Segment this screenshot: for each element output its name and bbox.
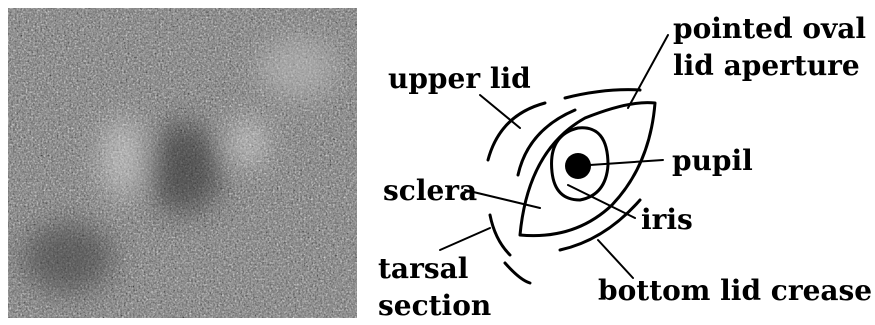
label-upper-lid: upper lid xyxy=(388,62,531,95)
tarsal-arc-upper xyxy=(490,215,510,255)
tarsal-arc-lower xyxy=(505,263,530,283)
label-pointed-oval-line2: lid aperture xyxy=(673,49,860,82)
leader-pupil xyxy=(590,160,663,165)
leader-upper-lid xyxy=(480,95,520,128)
label-bottom-lid-crease: bottom lid crease xyxy=(598,274,872,307)
label-pointed-oval-line1: pointed oval xyxy=(673,12,866,45)
leader-tarsal xyxy=(440,228,490,250)
pupil-dot xyxy=(565,153,591,179)
label-tarsal-line1: tarsal xyxy=(378,252,468,285)
label-pupil: pupil xyxy=(672,144,753,177)
upper-lid-arc-top xyxy=(565,90,640,98)
leader-bottom-lid-crease xyxy=(598,240,633,278)
label-sclera: sclera xyxy=(383,174,477,207)
leader-pointed-oval xyxy=(628,35,668,108)
upper-lid-arc-outer xyxy=(488,103,545,160)
label-iris: iris xyxy=(641,203,693,236)
label-tarsal-line2: section xyxy=(378,289,491,322)
